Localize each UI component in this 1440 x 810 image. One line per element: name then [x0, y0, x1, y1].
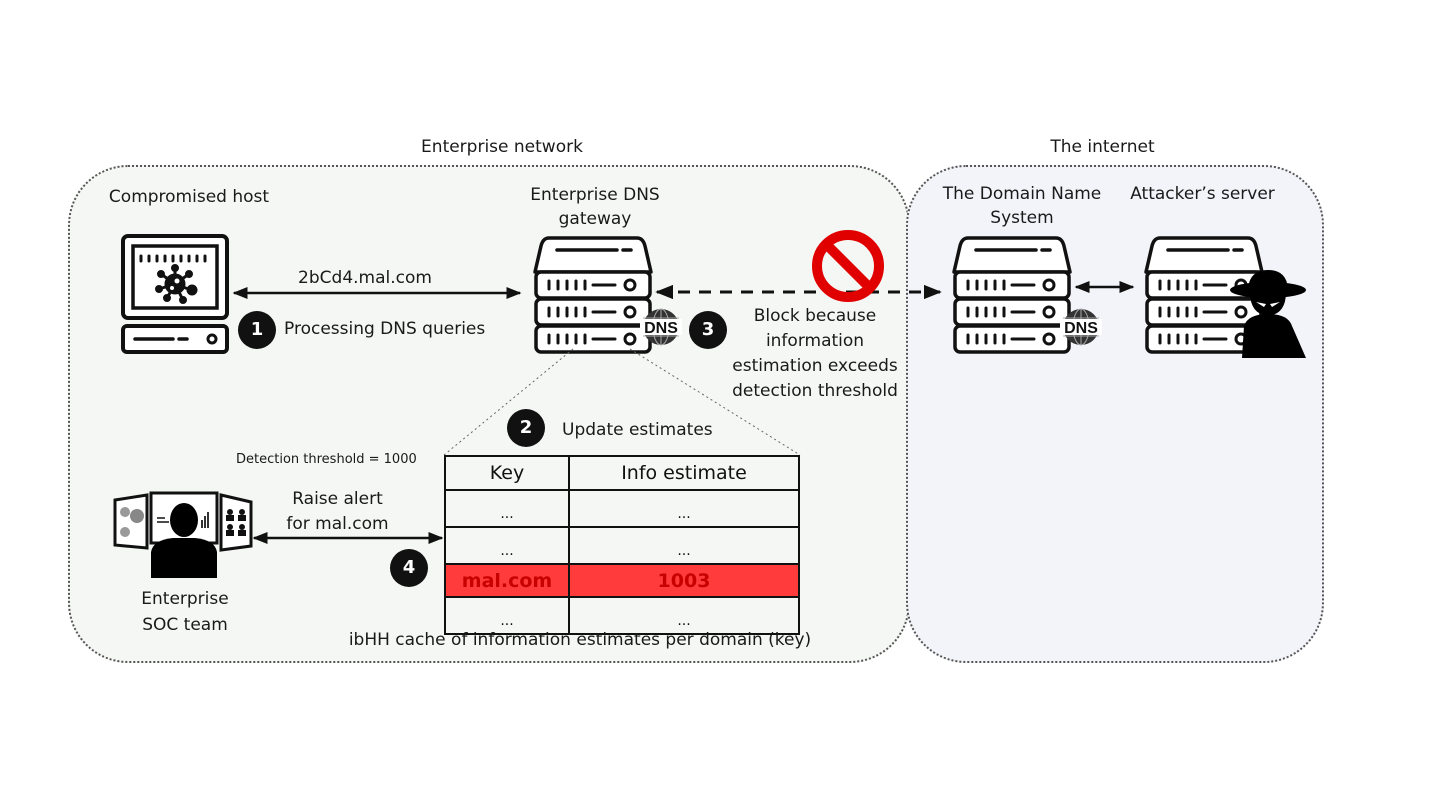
header-key: Key — [444, 455, 570, 491]
cell-key: mal.com — [444, 563, 570, 598]
step-3-badge: 3 — [689, 311, 727, 349]
step-4-badge: 4 — [390, 549, 428, 587]
alert-label-line2: for mal.com — [286, 514, 389, 534]
dns-system-label-line2: System — [990, 208, 1054, 228]
dns-gateway-server-icon — [535, 238, 651, 352]
alert-label-line1: Raise alert — [292, 489, 383, 509]
step-1-text: Processing DNS queries — [284, 319, 486, 339]
cell-value: ... — [568, 526, 800, 565]
cell-key: ... — [444, 489, 570, 528]
cell-key: ... — [444, 526, 570, 565]
infected-computer-icon — [121, 234, 229, 354]
virus-icon — [155, 264, 198, 304]
dns-gateway-label-line1: Enterprise DNS — [530, 185, 660, 205]
analyst-at-monitors-icon — [113, 491, 253, 578]
table-row: ... ... — [444, 596, 800, 635]
zoom-guide-left — [443, 348, 574, 456]
step-2-badge: 2 — [507, 409, 545, 447]
dns-gateway-label-line2: gateway — [558, 209, 632, 229]
table-row-highlighted: mal.com 1003 — [444, 563, 800, 598]
detection-threshold-label: Detection threshold = 1000 — [236, 452, 417, 467]
table-row: ... ... — [444, 489, 800, 528]
internet-title: The internet — [1050, 137, 1155, 157]
enterprise-network-title: Enterprise network — [421, 137, 583, 157]
cell-key: ... — [444, 596, 570, 635]
block-sign-icon — [812, 230, 884, 302]
soc-team-label-line1: Enterprise — [141, 589, 229, 609]
dns-system-label-line1: The Domain Name — [942, 184, 1102, 204]
table-header-row: Key Info estimate — [444, 455, 800, 491]
step-2-text: Update estimates — [562, 420, 713, 440]
step-3-text-line2: information — [765, 331, 865, 351]
cache-caption: ibHH cache of information estimates per … — [348, 630, 812, 650]
cell-value: ... — [568, 596, 800, 635]
step-3-text-line1: Block because — [753, 306, 877, 326]
compromised-host-label: Compromised host — [108, 187, 270, 207]
query-label: 2bCd4.mal.com — [298, 268, 432, 288]
cell-value: 1003 — [568, 563, 800, 598]
table-row: ... ... — [444, 526, 800, 565]
soc-team-label-line2: SOC team — [142, 615, 228, 635]
dns-system-server-icon — [954, 238, 1070, 352]
hacker-icon — [1230, 270, 1306, 358]
step-3-text-line3: estimation exceeds — [732, 356, 898, 376]
step-1-badge: 1 — [238, 311, 276, 349]
zoom-guide-right — [629, 348, 801, 456]
cell-value: ... — [568, 489, 800, 528]
attacker-server-label: Attacker’s server — [1130, 184, 1275, 204]
step-3-text-line4: detection threshold — [732, 381, 898, 401]
header-info-estimate: Info estimate — [568, 455, 800, 491]
ibhh-cache-table: Key Info estimate ... ... ... ... mal.co… — [444, 455, 800, 635]
